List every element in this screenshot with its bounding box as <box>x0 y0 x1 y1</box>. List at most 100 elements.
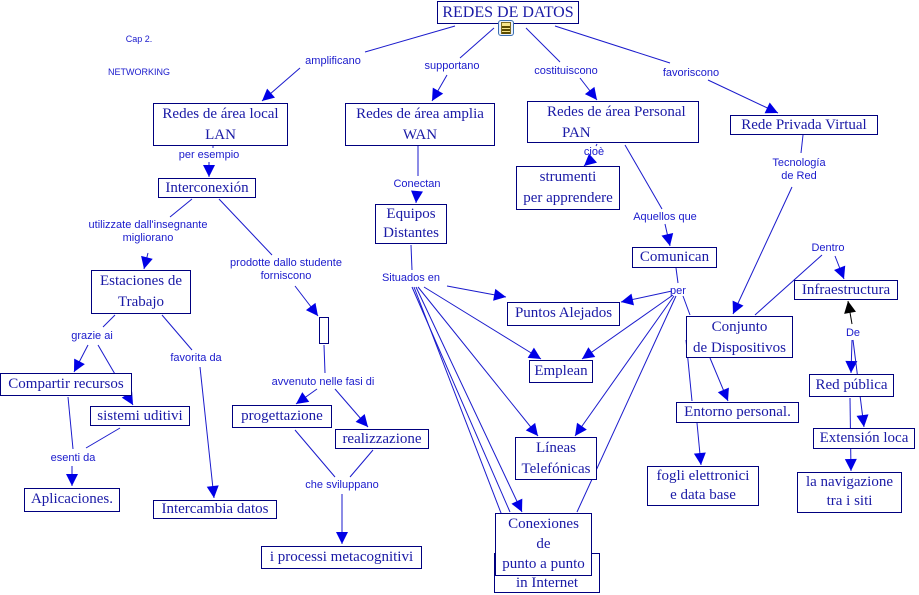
link-label-favorita-da: favorita da <box>170 352 222 364</box>
line-costituiscono-pan-arrowhead <box>584 86 597 100</box>
line-estaciones-grazie <box>102 314 116 328</box>
line-avvenuto-progettazione-arrowhead <box>296 392 310 404</box>
link-label-utilizzate: utilizzate dall'insegnante migliorano <box>88 219 208 244</box>
line-root-costituiscono <box>525 27 561 63</box>
link-label-per-esempio: per esempio <box>178 149 240 161</box>
node-puntos-alejados[interactable]: Puntos Alejados <box>507 302 620 326</box>
link-label-dentro: Dentro <box>811 242 845 254</box>
link-label-favoriscono: favoriscono <box>662 67 720 79</box>
chapter-note: Cap 2. NETWORKING <box>108 12 170 100</box>
node-infraestructura[interactable]: Infraestructura <box>794 280 898 300</box>
node-navigazione[interactable]: la navigazione tra i siti <box>797 472 902 513</box>
line-tecnologia-conjunto <box>732 186 793 315</box>
node-equipos-distantes[interactable]: Equipos Distantes <box>375 204 447 244</box>
line-sistemi-esenti <box>85 427 121 449</box>
line-situados-conexiones-arrowhead <box>511 498 523 512</box>
link-label-aquellos-que: Aquellos que <box>633 211 697 223</box>
node-redes-de-datos[interactable]: REDES DE DATOS <box>437 1 579 24</box>
link-label-che-sviluppano: che sviluppano <box>305 479 379 491</box>
link-label-esenti-da: esenti da <box>50 452 96 464</box>
link-label-conectan: Conectan <box>393 178 441 190</box>
line-realizzazione-che <box>349 449 374 478</box>
line-pan-aquellos <box>624 144 663 210</box>
document-icon[interactable] <box>498 20 514 36</box>
line-pan-cioe <box>595 143 598 147</box>
link-label-de: De <box>845 327 861 339</box>
line-favoriscono-vpn-arrowhead <box>764 102 778 114</box>
line-estaciones-favorita <box>161 314 193 351</box>
node-progettazione[interactable]: progettazione <box>232 405 332 428</box>
line-root-amplificano <box>364 25 456 53</box>
line-root-favoriscono <box>554 25 671 64</box>
link-label-amplificano: amplificano <box>305 55 361 67</box>
line-prodotte-empty-arrowhead <box>305 302 318 316</box>
line-peresempio-interconexion-arrowhead <box>203 165 215 177</box>
node-conjunto[interactable]: Conjunto de Dispositivos <box>686 316 793 358</box>
chapter-title: NETWORKING <box>108 67 170 77</box>
line-situados-conexiones-2 <box>411 286 511 513</box>
line-situados-puntos-arrowhead <box>493 288 506 301</box>
line-situados-lineas <box>417 286 539 437</box>
link-label-prodotte: prodotte dallo studente forniscono <box>230 257 342 282</box>
line-situados-emplean-arrowhead <box>527 347 541 359</box>
line-per-puntos-arrowhead <box>621 293 634 306</box>
node-emplean[interactable]: Emplean <box>529 360 593 383</box>
node-realizzazione[interactable]: realizzazione <box>335 429 429 449</box>
line-cioe-strumenti-arrowhead <box>584 153 597 166</box>
node-estaciones[interactable]: Estaciones de Trabajo <box>91 270 191 314</box>
line-situados-lineas-arrowhead <box>525 422 538 436</box>
line-entorno-fogli-arrowhead <box>693 452 706 465</box>
line-supportano-wan-arrowhead <box>432 87 444 101</box>
line-dentro-infra-arrowhead <box>834 265 846 279</box>
node-fogli[interactable]: fogli elettronici e data base <box>647 466 759 506</box>
link-label-supportano: supportano <box>424 60 480 72</box>
node-aplicaciones[interactable]: Aplicaciones. <box>24 488 120 512</box>
node-pan[interactable]: Redes de área Personal PAN <box>527 101 699 143</box>
line-root-supportano <box>459 27 495 59</box>
node-conexiones[interactable]: Conexiones de punto a punto <box>495 513 592 576</box>
node-comunican[interactable]: Comunican <box>632 247 717 268</box>
link-label-cioe: cioè <box>583 146 605 158</box>
line-avvenuto-realizzazione-arrowhead <box>355 414 368 427</box>
line-conectan-equipos-arrowhead <box>411 190 423 203</box>
line-situados-emplean <box>423 286 542 360</box>
line-esenti-aplicaciones-arrowhead <box>66 474 78 486</box>
line-comunican-per <box>675 267 679 284</box>
node-entorno[interactable]: Entorno personal. <box>676 402 799 423</box>
line-vpn-tecnologia <box>800 134 804 154</box>
line-per-emplean <box>581 294 674 360</box>
chapter-number: Cap 2. <box>125 34 153 44</box>
node-red-publica[interactable]: Red pública <box>809 374 894 397</box>
node-compartir[interactable]: Compartir recursos <box>0 373 132 396</box>
line-situados-conexiones <box>415 286 523 513</box>
line-utilizzate-estaciones-arrowhead <box>141 255 153 269</box>
link-label-per: per <box>670 285 686 297</box>
node-intercambia[interactable]: Intercambia datos <box>153 500 277 519</box>
line-conjunto-dentro <box>754 254 823 316</box>
node-lan[interactable]: Redes de área local LAN <box>153 103 288 146</box>
node-strumenti[interactable]: strumenti per apprendere <box>516 166 620 210</box>
line-compartir-esenti <box>67 396 74 450</box>
line-per-emplean-arrowhead <box>582 347 596 359</box>
node-interconexion[interactable]: Interconexión <box>158 178 256 198</box>
link-label-tecnologia: Tecnología de Red <box>772 157 826 182</box>
line-empty-avvenuto <box>323 344 326 374</box>
line-per-lineas <box>574 295 675 437</box>
line-grazie-compartir-arrowhead <box>74 358 85 372</box>
node-lineas-telefonicas[interactable]: Líneas Telefónicas <box>515 437 597 480</box>
line-redpublica-navigazione-arrowhead <box>844 458 857 471</box>
line-che-processi-arrowhead <box>336 532 348 544</box>
node-wan[interactable]: Redes de área amplia WAN <box>345 103 495 146</box>
node-processi[interactable]: i processi metacognitivi <box>261 546 422 569</box>
node-extension-loca[interactable]: Extensión loca <box>813 428 915 449</box>
line-equipos-situados <box>410 244 413 271</box>
node-empty[interactable] <box>319 317 329 344</box>
line-favorita-intercambia <box>199 366 215 499</box>
node-sistemi[interactable]: sistemi uditivi <box>90 406 190 426</box>
link-label-avvenuto: avvenuto nelle fasi di <box>271 376 375 388</box>
line-progettazione-che <box>294 429 336 478</box>
node-vpn[interactable]: Rede Privada Virtual <box>730 115 878 135</box>
line-favoriscono-vpn <box>707 79 779 114</box>
